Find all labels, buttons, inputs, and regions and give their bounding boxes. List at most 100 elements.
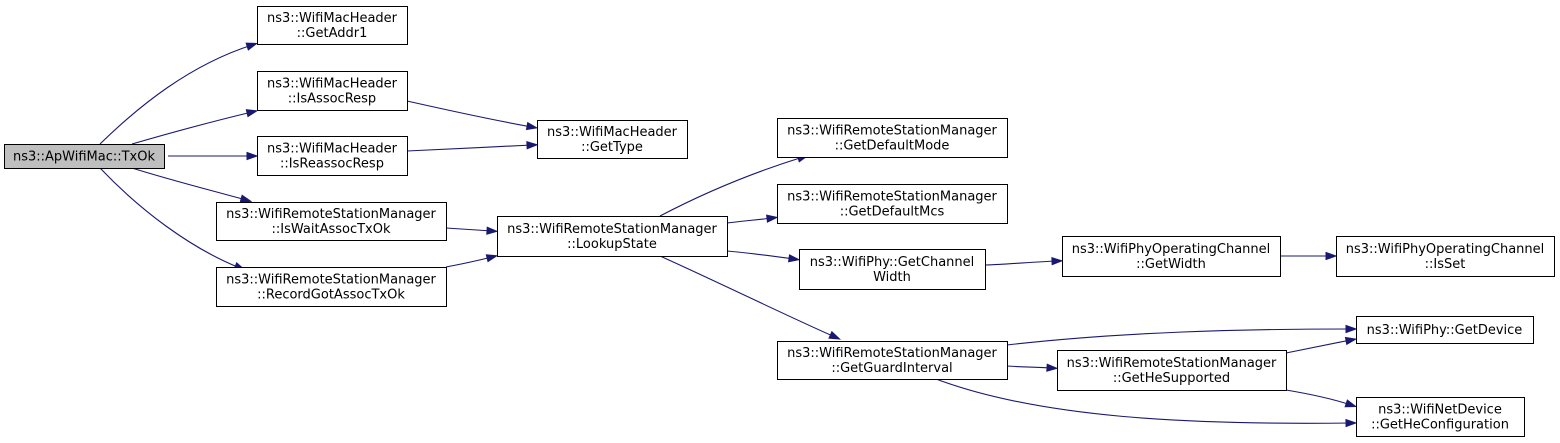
edge-lookupstate-to-getguardinterval	[659, 255, 836, 338]
arrowhead-gethesupported-to-gethecfg	[1344, 399, 1358, 408]
node-getdevice[interactable]: ns3::WifiPhy::GetDevice	[1356, 316, 1534, 344]
node-getdefaultmcs[interactable]: ns3::WifiRemoteStationManager::GetDefaul…	[777, 184, 1008, 224]
node-label-recordgotassoc-line-0: ns3::WifiRemoteStationManager	[226, 273, 436, 288]
node-label-isassocresp-line-1: ::IsAssocResp	[288, 92, 376, 107]
arrowhead-root-to-isassocresp	[245, 109, 259, 118]
node-box-opchan_isset[interactable]	[1336, 236, 1555, 277]
node-label-getdefaultmcs-line-0: ns3::WifiRemoteStationManager	[787, 190, 997, 205]
node-label-getguardinterval-line-1: ::GetGuardInterval	[831, 361, 952, 376]
node-label-lookupstate-line-1: ::LookupState	[567, 237, 657, 252]
node-box-lookupstate[interactable]	[497, 216, 728, 257]
node-label-getdefaultmode-line-0: ns3::WifiRemoteStationManager	[787, 124, 997, 139]
node-label-isreassocresp-line-1: ::IsReassocResp	[280, 157, 384, 172]
node-label-getaddr1-line-0: ns3::WifiMacHeader	[267, 11, 398, 26]
node-label-opchan_isset-line-1: ::IsSet	[1425, 257, 1466, 272]
node-label-gettype-line-1: ::GetType	[581, 140, 643, 155]
arrowhead-root-to-iswaitassoc	[239, 194, 253, 203]
node-label-isassocresp-line-0: ns3::WifiMacHeader	[267, 77, 398, 92]
arrowhead-getguardinterval-to-gethecfg	[1345, 418, 1358, 428]
node-label-gethecfg-line-0: ns3::WifiNetDevice	[1378, 403, 1502, 418]
node-box-getguardinterval[interactable]	[777, 341, 1008, 380]
node-box-gethecfg[interactable]	[1356, 397, 1525, 437]
node-opchan_isset[interactable]: ns3::WifiPhyOperatingChannel::IsSet	[1336, 236, 1555, 277]
node-label-getchannelwidth-line-0: ns3::WifiPhy::GetChannel	[810, 255, 975, 270]
node-box-getdefaultmode[interactable]	[777, 118, 1008, 158]
node-box-getdevice[interactable]	[1356, 316, 1534, 344]
edge-isreassocresp-to-gettype	[406, 144, 533, 152]
arrowhead-getchannelwidth-to-opchan_getwidth	[1051, 257, 1064, 266]
node-label-getguardinterval-line-0: ns3::WifiRemoteStationManager	[787, 346, 997, 361]
arrowhead-isreassocresp-to-gettype	[526, 141, 539, 150]
node-box-getaddr1[interactable]	[257, 6, 408, 45]
edge-getchannelwidth-to-opchan_getwidth	[984, 260, 1058, 266]
node-getdefaultmode[interactable]: ns3::WifiRemoteStationManager::GetDefaul…	[777, 118, 1008, 158]
edge-iswaitassoc-to-lookupstate	[445, 227, 493, 232]
edge-recordgotassoc-to-lookupstate	[445, 256, 493, 268]
node-box-isreassocresp[interactable]	[257, 136, 408, 176]
edge-lookupstate-to-getdefaultmode	[659, 156, 804, 217]
edge-gethesupported-to-gethecfg	[1285, 389, 1352, 406]
node-gettype[interactable]: ns3::WifiMacHeader::GetType	[537, 120, 688, 159]
edge-getguardinterval-to-getdevice	[1006, 328, 1352, 346]
arrowhead-lookupstate-to-getchannelwidth	[787, 254, 801, 263]
node-label-getaddr1-line-1: ::GetAddr1	[297, 26, 368, 41]
node-gethesupported[interactable]: ns3::WifiRemoteStationManager::GetHeSupp…	[1057, 350, 1287, 391]
node-iswaitassoc[interactable]: ns3::WifiRemoteStationManager::IsWaitAss…	[216, 202, 447, 241]
edge-root-to-getaddr1	[99, 44, 253, 145]
node-box-opchan_getwidth[interactable]	[1062, 236, 1281, 277]
arrowhead-recordgotassoc-to-lookupstate	[485, 254, 499, 263]
node-box-recordgotassoc[interactable]	[216, 267, 447, 307]
node-label-getdevice-line-0: ns3::WifiPhy::GetDevice	[1367, 323, 1523, 338]
edge-lookupstate-to-getdefaultmcs	[726, 217, 773, 224]
node-label-gethecfg-line-1: ::GetHeConfiguration	[1371, 418, 1509, 433]
edge-root-to-iswaitassoc	[131, 167, 247, 201]
edge-isassocresp-to-gettype	[406, 100, 533, 128]
node-label-iswaitassoc-line-1: ::IsWaitAssocTxOk	[272, 222, 391, 237]
edge-getguardinterval-to-gethecfg	[935, 378, 1352, 424]
node-label-opchan_isset-line-0: ns3::WifiPhyOperatingChannel	[1346, 242, 1545, 257]
node-box-iswaitassoc[interactable]	[216, 202, 447, 241]
arrowhead-getguardinterval-to-getdevice	[1345, 324, 1358, 334]
node-box-root[interactable]	[4, 144, 165, 169]
node-label-iswaitassoc-line-0: ns3::WifiRemoteStationManager	[226, 207, 436, 222]
arrowhead-lookupstate-to-getguardinterval	[828, 330, 841, 340]
node-label-opchan_getwidth-line-0: ns3::WifiPhyOperatingChannel	[1072, 242, 1271, 257]
node-isassocresp[interactable]: ns3::WifiMacHeader::IsAssocResp	[257, 71, 408, 111]
node-box-getchannelwidth[interactable]	[799, 249, 986, 290]
arrowhead-gethesupported-to-getdevice	[1344, 336, 1358, 346]
node-box-gethesupported[interactable]	[1057, 350, 1287, 391]
edge-root-to-isassocresp	[131, 111, 253, 145]
arrowhead-root-to-getaddr1	[245, 42, 259, 51]
node-root[interactable]: ns3::ApWifiMac::TxOk	[4, 144, 165, 169]
node-box-getdefaultmcs[interactable]	[777, 184, 1008, 224]
edges-layer	[99, 42, 1358, 428]
node-label-recordgotassoc-line-1: ::RecordGotAssocTxOk	[257, 288, 405, 303]
node-label-gethesupported-line-0: ns3::WifiRemoteStationManager	[1067, 356, 1277, 371]
node-lookupstate[interactable]: ns3::WifiRemoteStationManager::LookupSta…	[497, 216, 728, 257]
node-label-gettype-line-0: ns3::WifiMacHeader	[547, 125, 678, 140]
arrowhead-root-to-isreassocresp	[246, 151, 259, 161]
node-box-isassocresp[interactable]	[257, 71, 408, 111]
node-label-getdefaultmcs-line-1: ::GetDefaultMcs	[840, 205, 945, 220]
node-recordgotassoc[interactable]: ns3::WifiRemoteStationManager::RecordGot…	[216, 267, 447, 307]
arrowhead-getguardinterval-to-gethesupported	[1046, 363, 1059, 372]
node-label-getdefaultmode-line-1: ::GetDefaultMode	[835, 139, 950, 154]
arrowhead-isassocresp-to-gettype	[525, 121, 539, 131]
node-label-getchannelwidth-line-1: Width	[873, 270, 911, 285]
edge-lookupstate-to-getchannelwidth	[726, 250, 795, 260]
node-label-opchan_getwidth-line-1: ::GetWidth	[1136, 257, 1206, 272]
node-box-gettype[interactable]	[537, 120, 688, 159]
edge-gethesupported-to-getdevice	[1285, 339, 1352, 354]
edge-root-to-recordgotassoc	[99, 167, 241, 269]
arrowhead-iswaitassoc-to-lookupstate	[486, 226, 499, 235]
node-label-root-line-0: ns3::ApWifiMac::TxOk	[13, 150, 156, 165]
arrowhead-lookupstate-to-getdefaultmcs	[766, 214, 779, 223]
node-isreassocresp[interactable]: ns3::WifiMacHeader::IsReassocResp	[257, 136, 408, 176]
node-getaddr1[interactable]: ns3::WifiMacHeader::GetAddr1	[257, 6, 408, 45]
node-label-gethesupported-line-1: ::GetHeSupported	[1113, 371, 1230, 386]
node-getguardinterval[interactable]: ns3::WifiRemoteStationManager::GetGuardI…	[777, 341, 1008, 380]
edge-getguardinterval-to-gethesupported	[1006, 365, 1053, 369]
node-gethecfg[interactable]: ns3::WifiNetDevice::GetHeConfiguration	[1356, 397, 1525, 437]
node-opchan_getwidth[interactable]: ns3::WifiPhyOperatingChannel::GetWidth	[1062, 236, 1281, 277]
